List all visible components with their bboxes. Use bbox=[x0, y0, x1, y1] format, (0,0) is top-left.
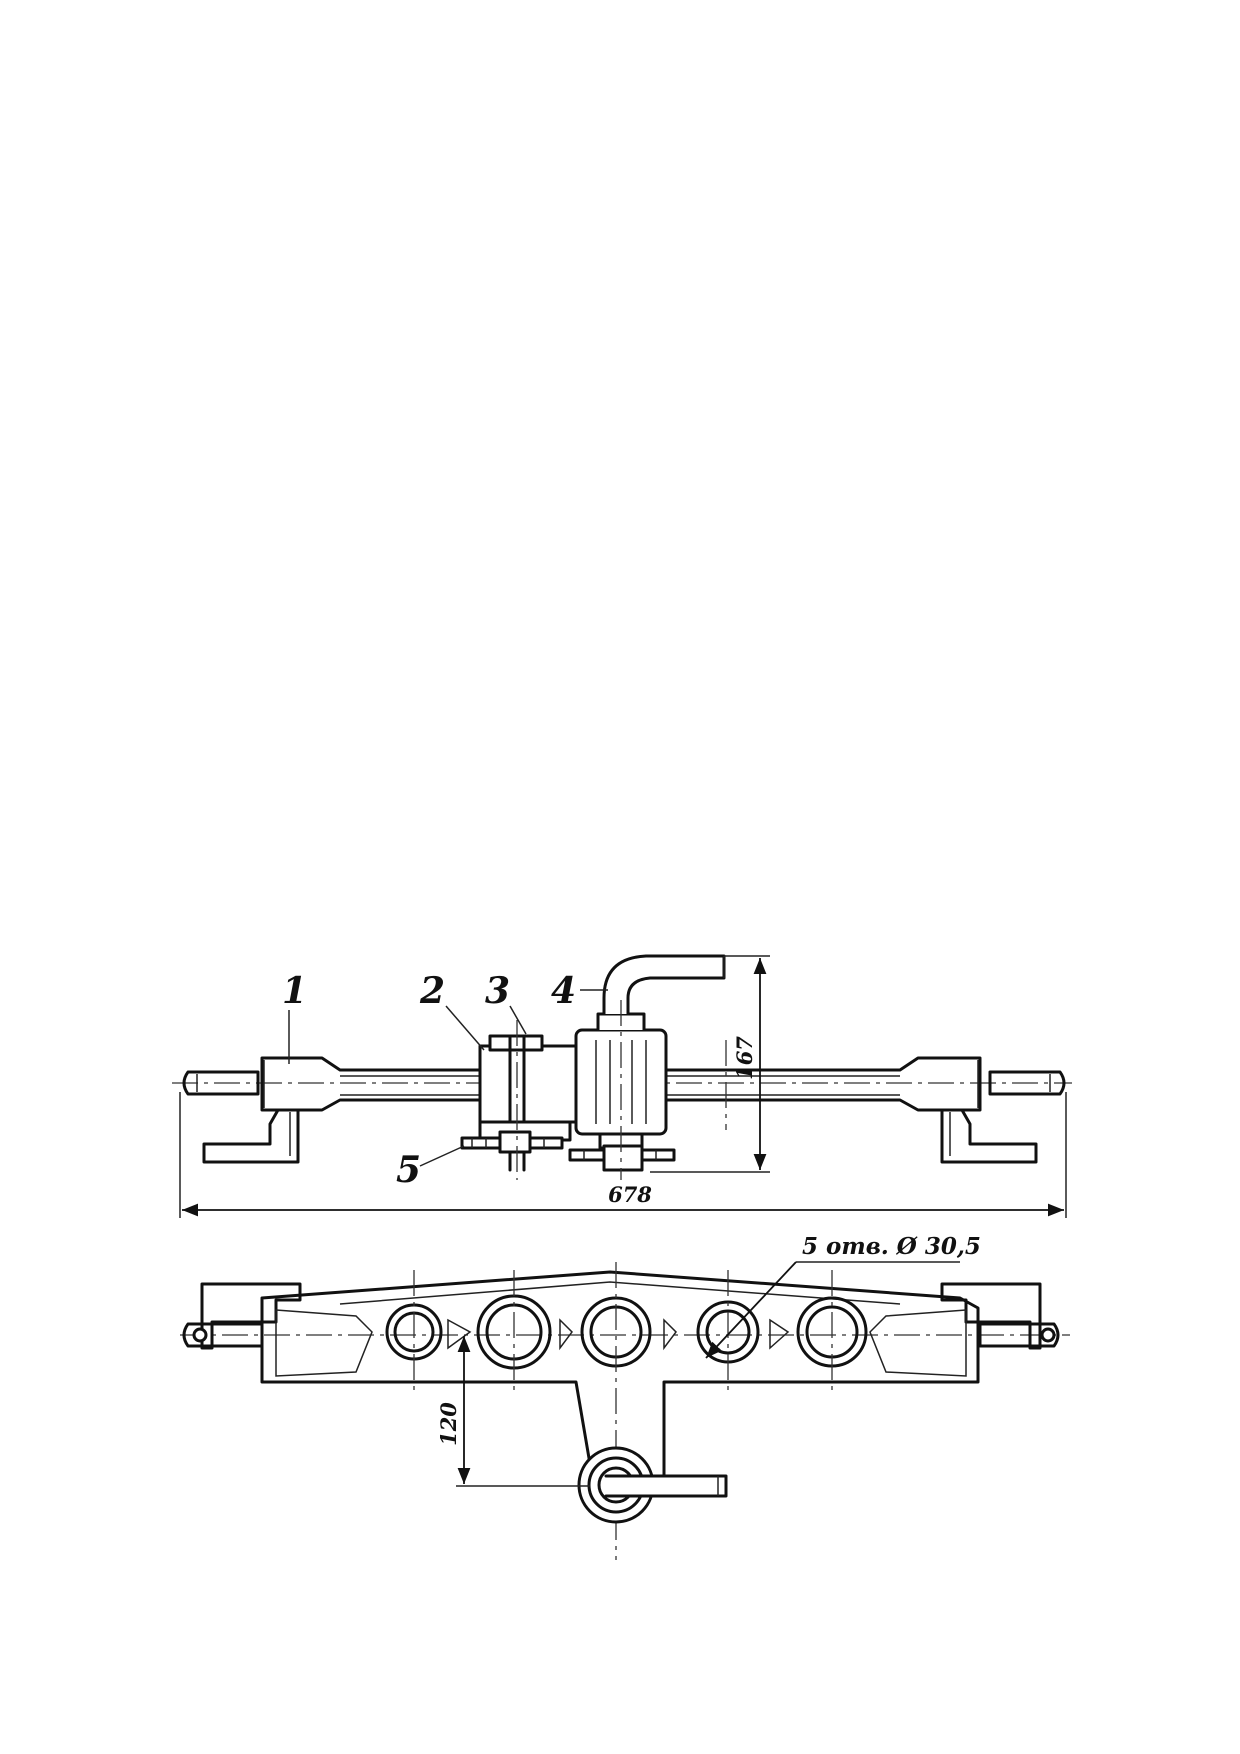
dimension-height: 167 bbox=[650, 955, 770, 1173]
dimension-offset-value: 120 bbox=[436, 1402, 461, 1446]
right-shaft-end bbox=[988, 1070, 1066, 1096]
right-end-cap bbox=[940, 1282, 1060, 1350]
right-hanger-bracket bbox=[940, 1108, 1038, 1164]
frame-outline bbox=[260, 1270, 980, 1488]
lightening-holes bbox=[385, 1294, 868, 1370]
dimension-offset: 120 bbox=[436, 1336, 590, 1487]
part-label-3: 3 bbox=[485, 970, 510, 1012]
leader-5 bbox=[419, 1145, 465, 1167]
lever-block bbox=[478, 1034, 582, 1172]
lower-arm-boss bbox=[577, 1446, 728, 1524]
left-shaft-end bbox=[182, 1070, 260, 1096]
dimension-height-value: 167 bbox=[732, 1036, 757, 1080]
bottom-view: 120 5 отв. Ø 30,5 bbox=[180, 1233, 1070, 1560]
top-view: 1 2 3 4 5 167 678 bbox=[172, 954, 1072, 1218]
part-label-2: 2 bbox=[419, 970, 445, 1012]
sprockets bbox=[460, 1130, 676, 1172]
part-label-5: 5 bbox=[396, 1149, 421, 1191]
part-label-4: 4 bbox=[551, 970, 576, 1012]
leader-2 bbox=[445, 1005, 485, 1051]
left-end-cap bbox=[182, 1282, 302, 1350]
dimension-length: 678 bbox=[179, 1092, 1067, 1218]
left-hanger-bracket bbox=[202, 1108, 300, 1164]
leader-3 bbox=[509, 1005, 527, 1035]
holes-callout: 5 отв. Ø 30,5 bbox=[705, 1233, 981, 1359]
holes-note: 5 отв. Ø 30,5 bbox=[802, 1233, 981, 1260]
web-cutouts bbox=[275, 1309, 967, 1377]
main-beam bbox=[260, 1056, 982, 1112]
central-housing bbox=[574, 954, 726, 1150]
part-label-1: 1 bbox=[282, 970, 307, 1012]
dimension-length-value: 678 bbox=[608, 1182, 652, 1207]
